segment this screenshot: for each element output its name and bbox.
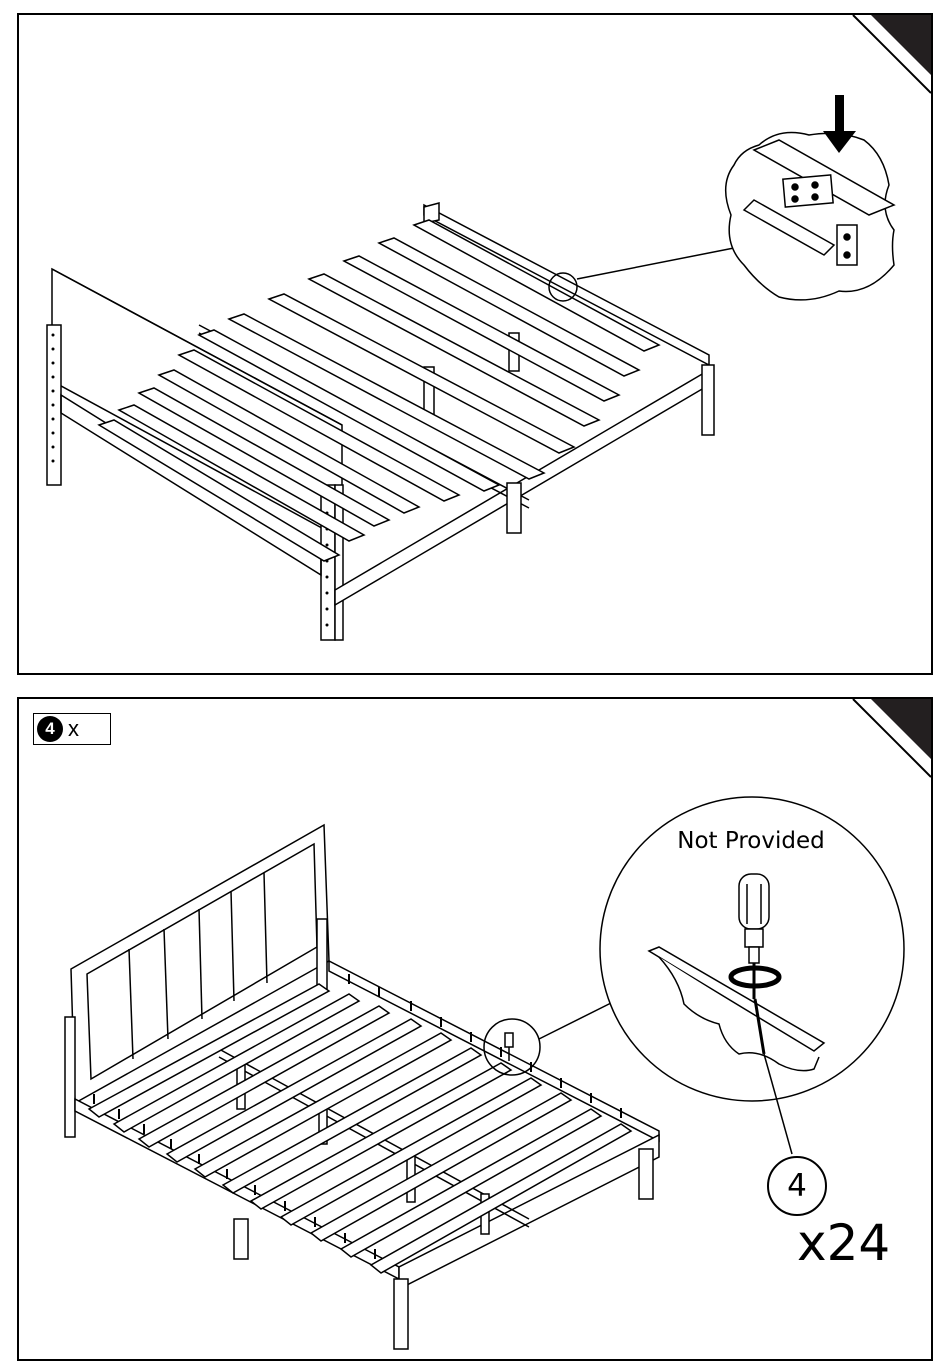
assembly-panel-1 [17,13,933,675]
bed-frame-illustration [19,15,931,673]
not-provided-label: Not Provided [666,828,836,854]
bed-frame-illustration [19,699,931,1359]
quantity-label: x24 [797,1214,890,1272]
assembly-panel-2: 4 x [17,697,933,1361]
part-number-circle: 4 [767,1156,827,1216]
